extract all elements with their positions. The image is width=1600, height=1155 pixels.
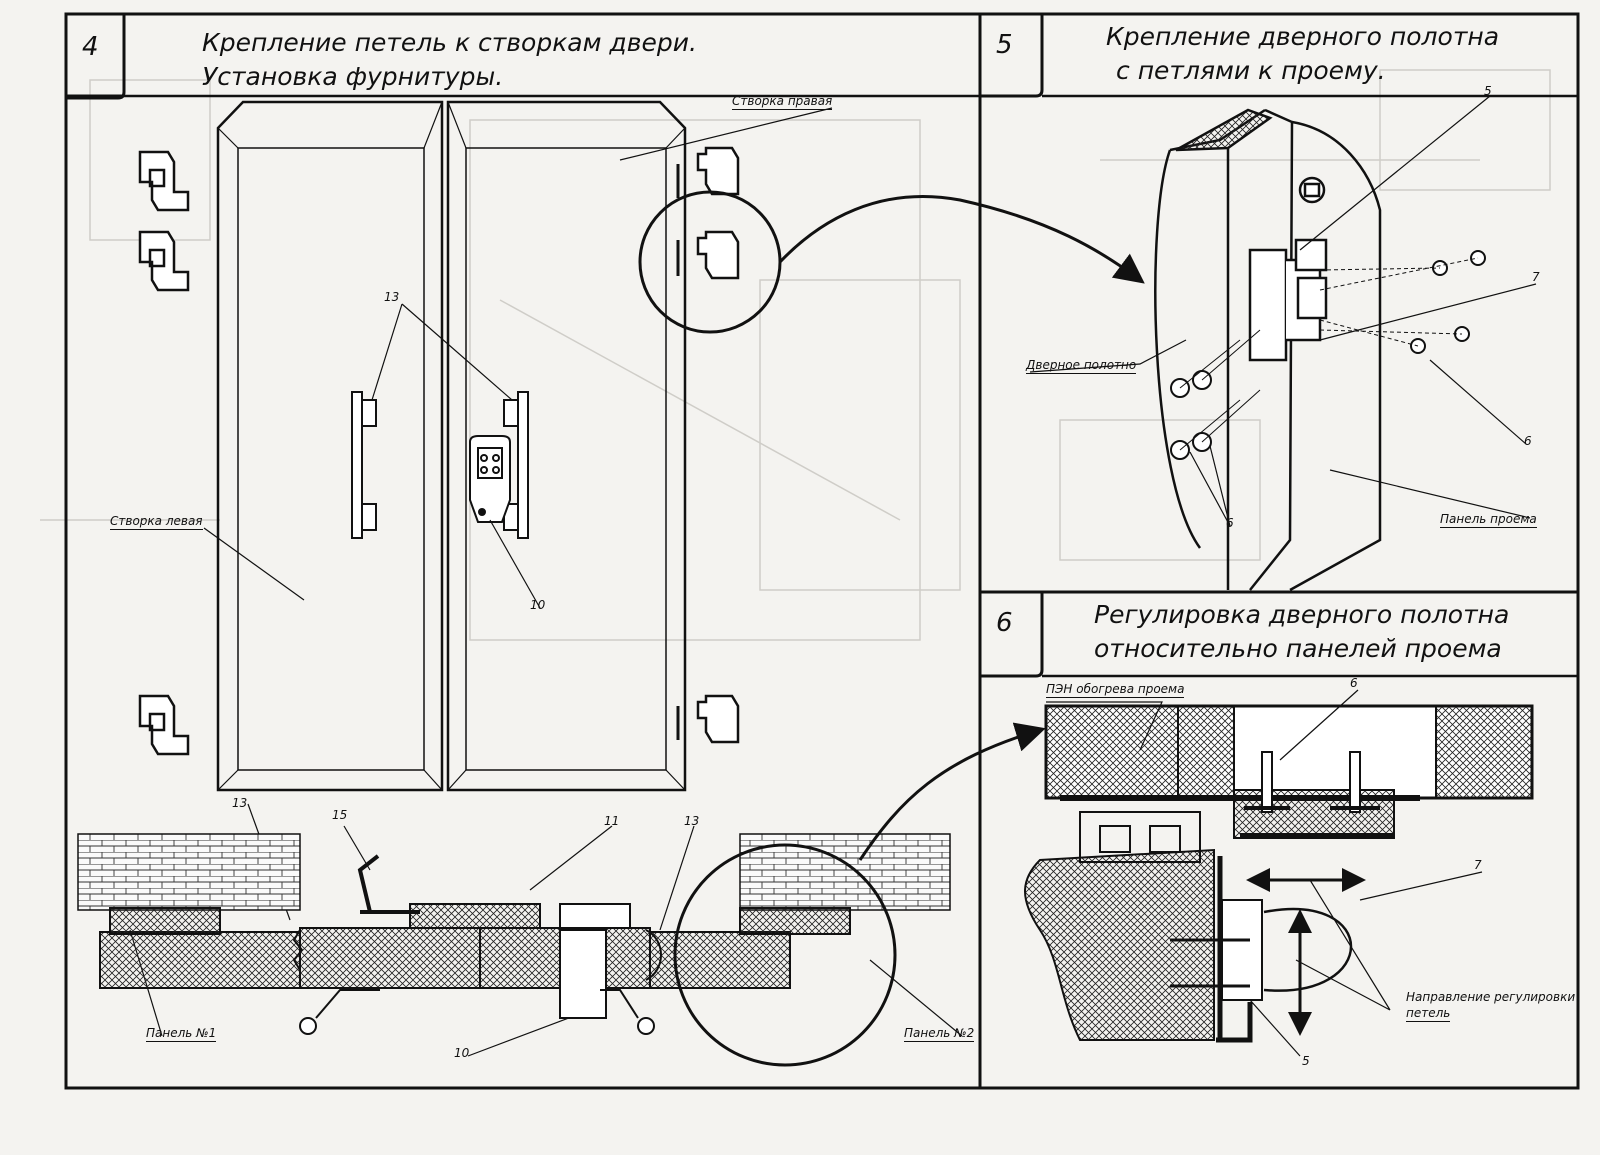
- panel-4-title-line2: Установка фурнитуры.: [202, 62, 504, 91]
- detail-circle-hinge: [638, 190, 1145, 334]
- door-leaf-right: [446, 100, 687, 792]
- label-right-leaf: Створка правая: [732, 94, 833, 110]
- leaders-panel5: [1029, 95, 1537, 527]
- panel-6-number: 6: [996, 608, 1013, 638]
- panel-5-title-line2: с петлями к проему.: [1116, 56, 1386, 85]
- label-adjust-direction-line2: петель: [1406, 1006, 1451, 1022]
- ref-6-p5-right: 6: [1524, 434, 1532, 448]
- label-panel-1: Панель №1: [146, 1026, 217, 1042]
- hinges-left: [138, 150, 190, 756]
- detail-circle-section: [673, 722, 1046, 1067]
- ref-10-bottom: 10: [454, 1046, 470, 1060]
- ref-7-p5: 7: [1532, 270, 1540, 284]
- door-handles: [351, 391, 529, 539]
- section-panel6: [1024, 704, 1534, 1043]
- ref-15: 15: [332, 808, 348, 822]
- panel-4-title-line1: Крепление петель к створкам двери.: [202, 28, 697, 57]
- ref-13-left: 13: [232, 796, 248, 810]
- adjust-arrows-panel6: [1246, 868, 1366, 1036]
- panel-6-title-line2: относительно панелей проема: [1094, 634, 1502, 663]
- hinges-right: [676, 146, 740, 744]
- label-heating-element: ПЭН обогрева проема: [1046, 682, 1185, 698]
- label-adjust-direction-line1: Направление регулировки: [1406, 990, 1576, 1004]
- ref-10-lock: 10: [530, 598, 546, 612]
- label-opening-panel: Панель проема: [1440, 512, 1537, 528]
- ghost-background: [40, 69, 1551, 641]
- screws-panel5: [1170, 250, 1486, 460]
- ref-6-p5-bottom: 6: [1226, 516, 1234, 530]
- door-leaf-left: [216, 100, 444, 792]
- frame-borders: [64, 12, 1580, 1090]
- panel-section-plan: [99, 854, 851, 1035]
- ref-5-p6: 5: [1302, 1054, 1310, 1068]
- leaders-panel6: [1046, 689, 1483, 1057]
- panel-5-title-line1: Крепление дверного полотна: [1106, 22, 1500, 51]
- panel-4-number: 4: [82, 32, 99, 62]
- ref-13-right: 13: [684, 814, 700, 828]
- panel-6-title-line1: Регулировка дверного полотна: [1094, 600, 1510, 629]
- hinge-panel5: [1248, 176, 1328, 362]
- ref-5-hinge: 5: [1484, 84, 1492, 98]
- ref-7-p6: 7: [1474, 858, 1482, 872]
- wall-brick-left: [77, 833, 951, 911]
- label-left-leaf: Створка левая: [110, 514, 203, 530]
- panel-5-number: 5: [996, 30, 1013, 60]
- ref-6-p6: 6: [1350, 676, 1358, 690]
- leaders-panel4: [129, 107, 963, 1057]
- ref-13-handles: 13: [384, 290, 400, 304]
- label-panel-2: Панель №2: [904, 1026, 975, 1042]
- label-door-leaf: Дверное полотно: [1026, 358, 1137, 374]
- ref-11: 11: [604, 814, 620, 828]
- door-lock: [469, 435, 511, 523]
